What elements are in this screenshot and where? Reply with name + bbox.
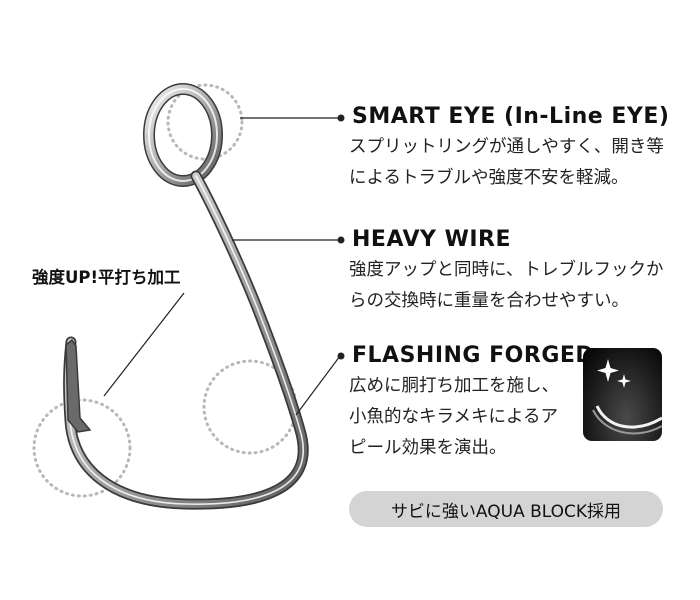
desc-line: 強度アップと同時に、トレブルフックか (349, 260, 664, 280)
leader-dot-forged (337, 352, 345, 360)
eye-highlight-circle (166, 83, 244, 161)
aqua-block-badge: サビに強いAQUA BLOCK採用 (349, 491, 663, 527)
hook-eye (143, 83, 223, 187)
sparkle-icon (592, 359, 662, 435)
feature-desc-flashing-forged: 広めに胴打ち加工を施し、 小魚的なキラメキによるア ピール効果を演出。 (349, 371, 559, 464)
desc-line: 広めに胴打ち加工を施し、 (349, 376, 559, 396)
point-highlight-circle (32, 398, 132, 498)
desc-line: ピール効果を演出。 (349, 438, 507, 458)
leader-dot-wire (337, 236, 345, 244)
feature-title-smart-eye: SMART EYE (In-Line EYE) (352, 104, 670, 129)
flash-sparkle-image (583, 348, 662, 441)
desc-line: 小魚的なキラメキによるア (349, 407, 558, 427)
feature-desc-smart-eye: スプリットリングが通しやすく、開き等 によるトラブルや強度不安を軽減。 (349, 132, 664, 194)
leader-dot-eye (337, 114, 345, 122)
desc-line: スプリットリングが通しやすく、開き等 (349, 137, 664, 157)
hook-body (63, 170, 309, 510)
feature-desc-heavy-wire: 強度アップと同時に、トレブルフックか らの交換時に重量を合わせやすい。 (349, 255, 663, 317)
feature-title-heavy-wire: HEAVY WIRE (352, 227, 512, 252)
leader-line-forged (295, 355, 341, 416)
leader-line-flat (103, 292, 185, 397)
flat-forged-label: 強度UP!平打ち加工 (32, 268, 181, 287)
feature-title-flashing-forged: FLASHING FORGED (352, 343, 595, 368)
desc-line: によるトラブルや強度不安を軽減。 (349, 168, 629, 188)
desc-line: らの交換時に重量を合わせやすい。 (349, 291, 629, 311)
